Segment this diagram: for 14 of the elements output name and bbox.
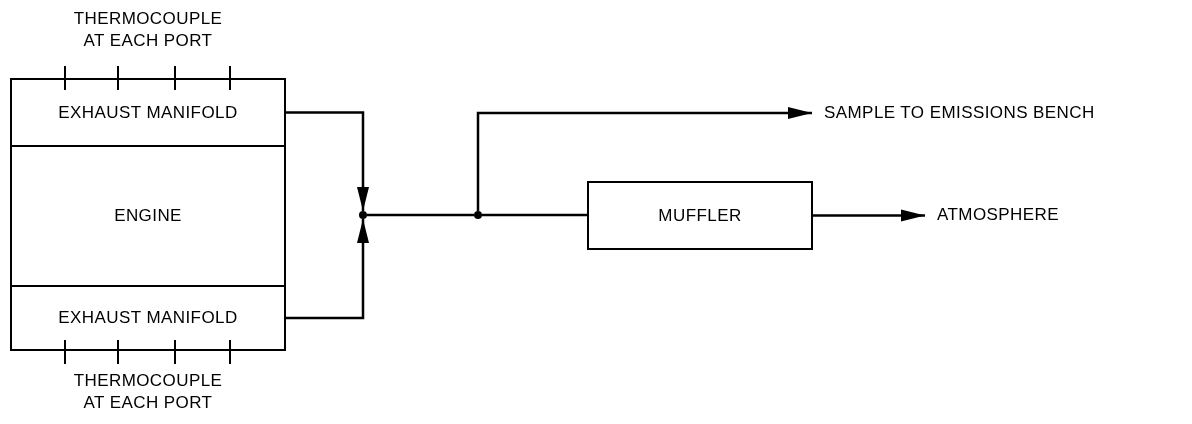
flow-arrow <box>286 111 369 211</box>
pipe-line <box>482 213 587 217</box>
pipe-line <box>367 213 474 217</box>
flow-arrow <box>286 219 369 320</box>
outlet-label: SAMPLE TO EMISSIONS BENCH <box>812 100 1132 126</box>
thermocouple-label: THERMOCOUPLE AT EACH PORT <box>72 370 224 414</box>
process-box: MUFFLER <box>587 181 813 250</box>
flow-arrow <box>476 107 812 211</box>
component-band: EXHAUST MANIFOLD <box>10 78 286 147</box>
component-band: EXHAUST MANIFOLD <box>10 285 286 351</box>
thermocouple-label: THERMOCOUPLE AT EACH PORT <box>72 8 224 52</box>
component-band: ENGINE <box>10 145 286 287</box>
flow-arrow <box>813 209 925 222</box>
outlet-label: ATMOSPHERE <box>925 202 1085 228</box>
